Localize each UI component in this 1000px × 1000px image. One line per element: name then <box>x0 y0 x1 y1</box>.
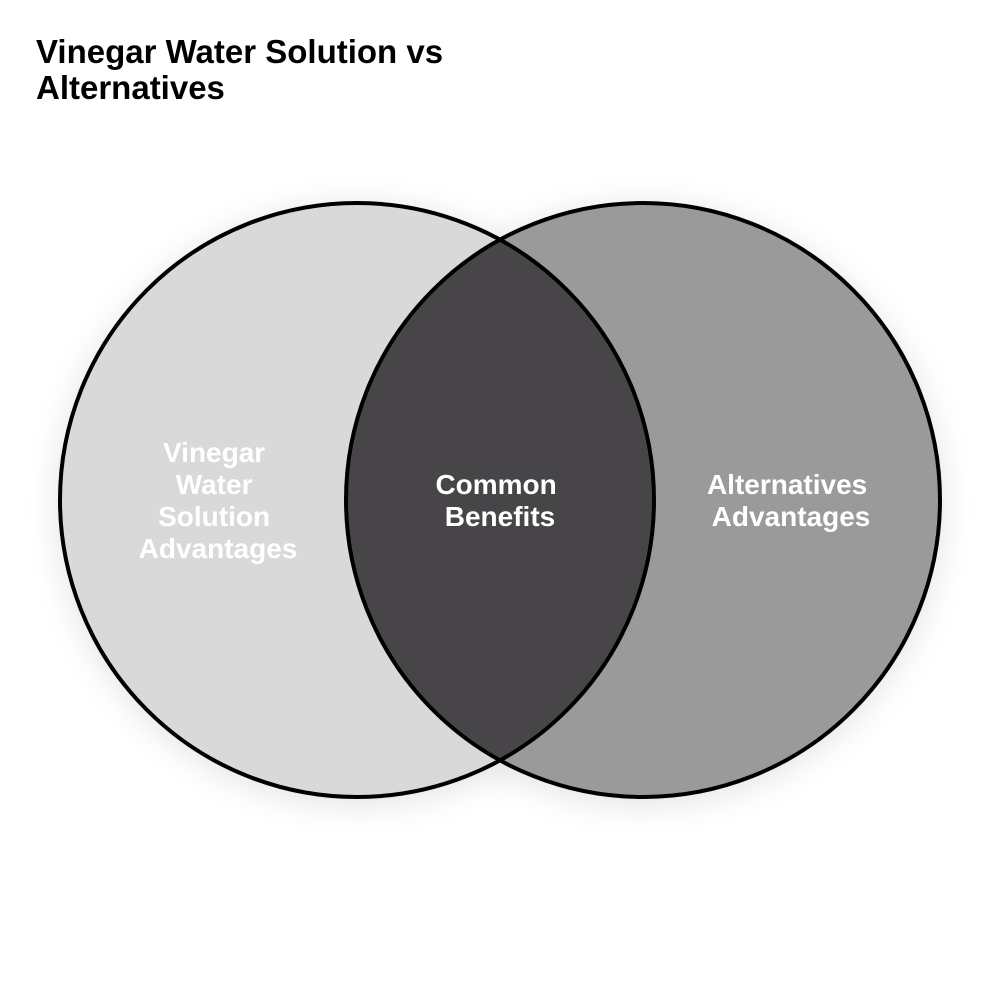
overlap-region <box>346 203 654 797</box>
left-label-line: Advantages <box>139 533 298 564</box>
diagram-title: Vinegar Water Solution vs Alternatives <box>36 33 444 106</box>
left-label-line: Solution <box>158 501 270 532</box>
left-label-line: Vinegar <box>163 437 265 468</box>
left-set-label: Vinegar Water Solution Advantages <box>139 437 298 564</box>
overlap-label-line: Common <box>435 469 556 500</box>
overlap-label: Common Benefits <box>435 469 564 532</box>
overlap-label-line: Benefits <box>445 501 555 532</box>
right-label-line: Advantages <box>712 501 871 532</box>
right-label-line: Alternatives <box>707 469 867 500</box>
right-circle-outline <box>344 201 942 799</box>
left-circle-outline <box>58 201 656 799</box>
left-label-line: Water <box>176 469 253 500</box>
right-set-label: Alternatives Advantages <box>707 469 875 532</box>
